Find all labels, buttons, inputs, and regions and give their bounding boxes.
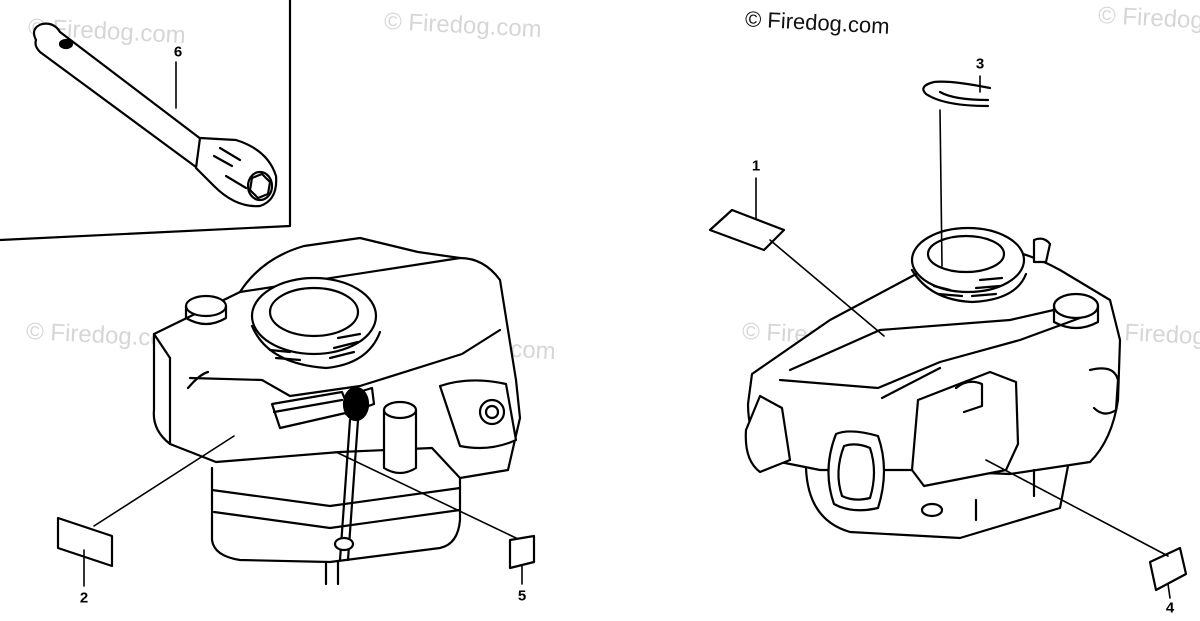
leader-lines bbox=[83, 61, 1171, 599]
engine-left bbox=[152, 236, 522, 586]
callout-part-1: 1 bbox=[751, 157, 761, 175]
callout-part-2: 2 bbox=[79, 589, 89, 607]
label-tag-2 bbox=[56, 516, 114, 568]
callout-part-5: 5 bbox=[517, 587, 527, 605]
callout-part-3: 3 bbox=[975, 55, 985, 73]
label-tag-1 bbox=[708, 208, 786, 252]
callout-part-4: 4 bbox=[1165, 599, 1175, 617]
inset-frame bbox=[0, 0, 292, 242]
clip-ring bbox=[922, 80, 992, 108]
label-tag-4 bbox=[1148, 546, 1188, 592]
engine-right bbox=[744, 226, 1122, 540]
label-tag-5 bbox=[508, 534, 536, 570]
callout-part-6: 6 bbox=[173, 43, 183, 61]
box-wrench-tool bbox=[32, 22, 278, 208]
